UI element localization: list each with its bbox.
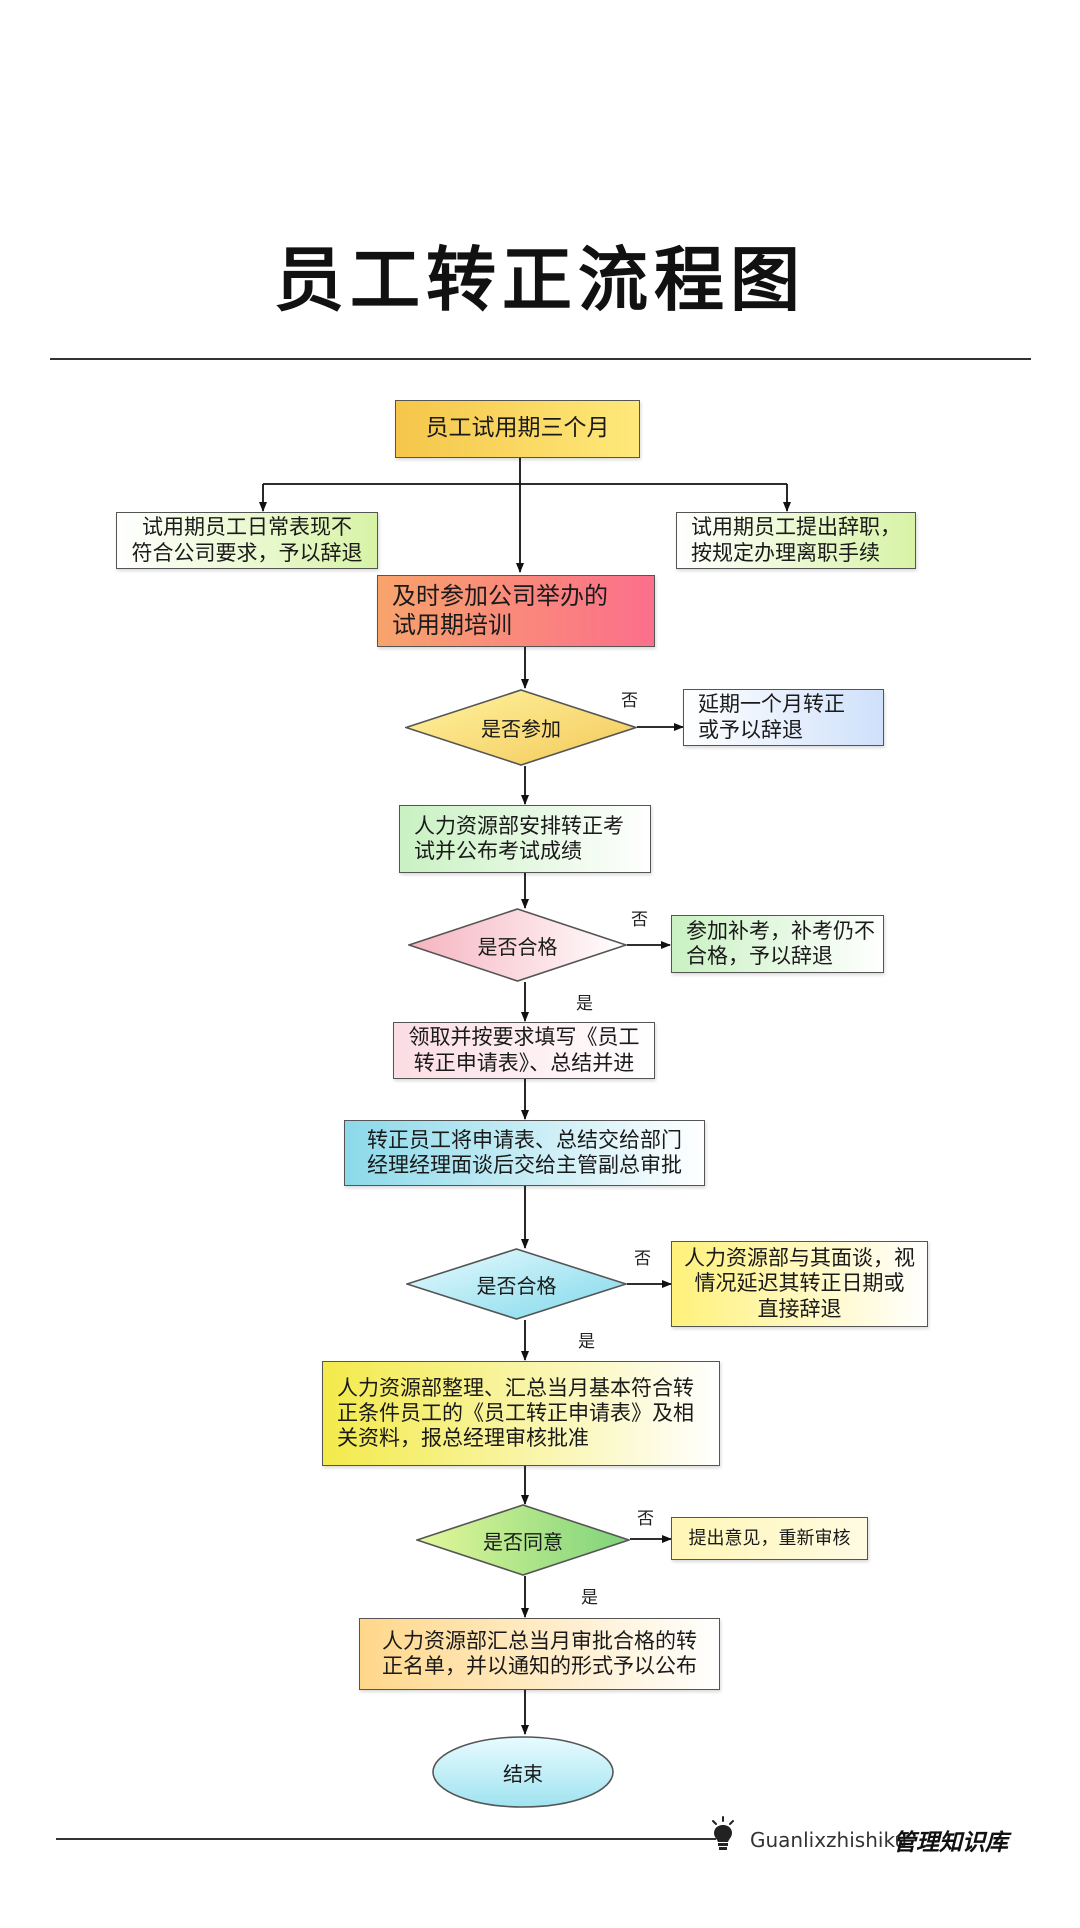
decision-pass-1: 是否合格 [406, 908, 629, 982]
node-exam-text: 人力资源部安排转正考 试并公布考试成绩 [414, 813, 624, 863]
decision-pass-2: 是否合格 [404, 1248, 629, 1320]
node-resign-text: 试用期员工提出辞职， 按规定办理离职手续 [691, 515, 901, 565]
node-submit-text: 转正员工将申请表、总结交给部门 经理经理面谈后交给主管副总审批 [367, 1127, 682, 1177]
label-yes-pass-2: 是 [578, 1332, 595, 1352]
node-hr-interview-text: 人力资源部与其面谈，视 情况延迟其转正日期或 直接辞退 [684, 1246, 915, 1321]
node-postpone-text: 延期一个月转正 或予以辞退 [698, 692, 845, 742]
node-fill-form: 领取并按要求填写《员工 转正申请表》、总结并进 [393, 1022, 655, 1079]
node-end: 结束 [432, 1736, 614, 1808]
decision-attend-text: 是否参加 [481, 717, 561, 741]
node-start: 员工试用期三个月 [395, 400, 640, 458]
node-retake-text: 参加补考，补考仍不 合格，予以辞退 [686, 918, 875, 968]
node-hr-collect: 人力资源部整理、汇总当月基本符合转 正条件员工的《员工转正申请表》及相 关资料，… [322, 1361, 720, 1466]
node-submit: 转正员工将申请表、总结交给部门 经理经理面谈后交给主管副总审批 [344, 1120, 705, 1186]
footer-brand-cn: 管理知识库 [893, 1829, 1008, 1856]
label-yes-pass-1: 是 [576, 994, 593, 1014]
lightbulb-icon [712, 1816, 734, 1850]
node-hr-interview: 人力资源部与其面谈，视 情况延迟其转正日期或 直接辞退 [671, 1241, 928, 1327]
decision-attend: 是否参加 [403, 689, 639, 766]
label-no-pass-2: 否 [634, 1249, 651, 1269]
decision-approve: 是否同意 [414, 1504, 632, 1576]
node-training-text: 及时参加公司举办的 试用期培训 [392, 582, 608, 639]
node-publish: 人力资源部汇总当月审批合格的转 正名单，并以通知的形式予以公布 [359, 1618, 720, 1690]
title-divider [50, 358, 1031, 360]
label-yes-approve: 是 [581, 1588, 598, 1608]
node-training: 及时参加公司举办的 试用期培训 [377, 575, 655, 647]
node-re-review: 提出意见，重新审核 [671, 1517, 868, 1560]
node-retake: 参加补考，补考仍不 合格，予以辞退 [671, 915, 884, 973]
node-publish-text: 人力资源部汇总当月审批合格的转 正名单，并以通知的形式予以公布 [382, 1628, 697, 1678]
decision-pass-2-text: 是否合格 [476, 1273, 557, 1298]
node-hr-collect-text: 人力资源部整理、汇总当月基本符合转 正条件员工的《员工转正申请表》及相 关资料，… [337, 1375, 694, 1451]
footer-divider [56, 1838, 716, 1840]
label-no-pass-1: 否 [631, 910, 648, 930]
decision-approve-text: 是否同意 [483, 1529, 563, 1554]
decision-pass-1-text: 是否合格 [477, 934, 558, 959]
node-exam: 人力资源部安排转正考 试并公布考试成绩 [399, 805, 651, 873]
node-start-text: 员工试用期三个月 [425, 415, 610, 442]
node-postpone: 延期一个月转正 或予以辞退 [683, 689, 884, 746]
node-dismiss-perf-text: 试用期员工日常表现不 符合公司要求，予以辞退 [131, 515, 363, 565]
node-dismiss-perf: 试用期员工日常表现不 符合公司要求，予以辞退 [116, 512, 378, 569]
node-re-review-text: 提出意见，重新审核 [688, 1527, 851, 1549]
node-fill-form-text: 领取并按要求填写《员工 转正申请表》、总结并进 [408, 1025, 640, 1075]
label-no-approve: 否 [637, 1509, 654, 1529]
label-no-attend: 否 [621, 691, 638, 711]
node-resign: 试用期员工提出辞职， 按规定办理离职手续 [676, 512, 916, 569]
footer-brand-latin: Guanlixzhishiku [750, 1828, 908, 1852]
page-title: 员工转正流程图 [274, 238, 806, 321]
node-end-text: 结束 [503, 1761, 543, 1786]
